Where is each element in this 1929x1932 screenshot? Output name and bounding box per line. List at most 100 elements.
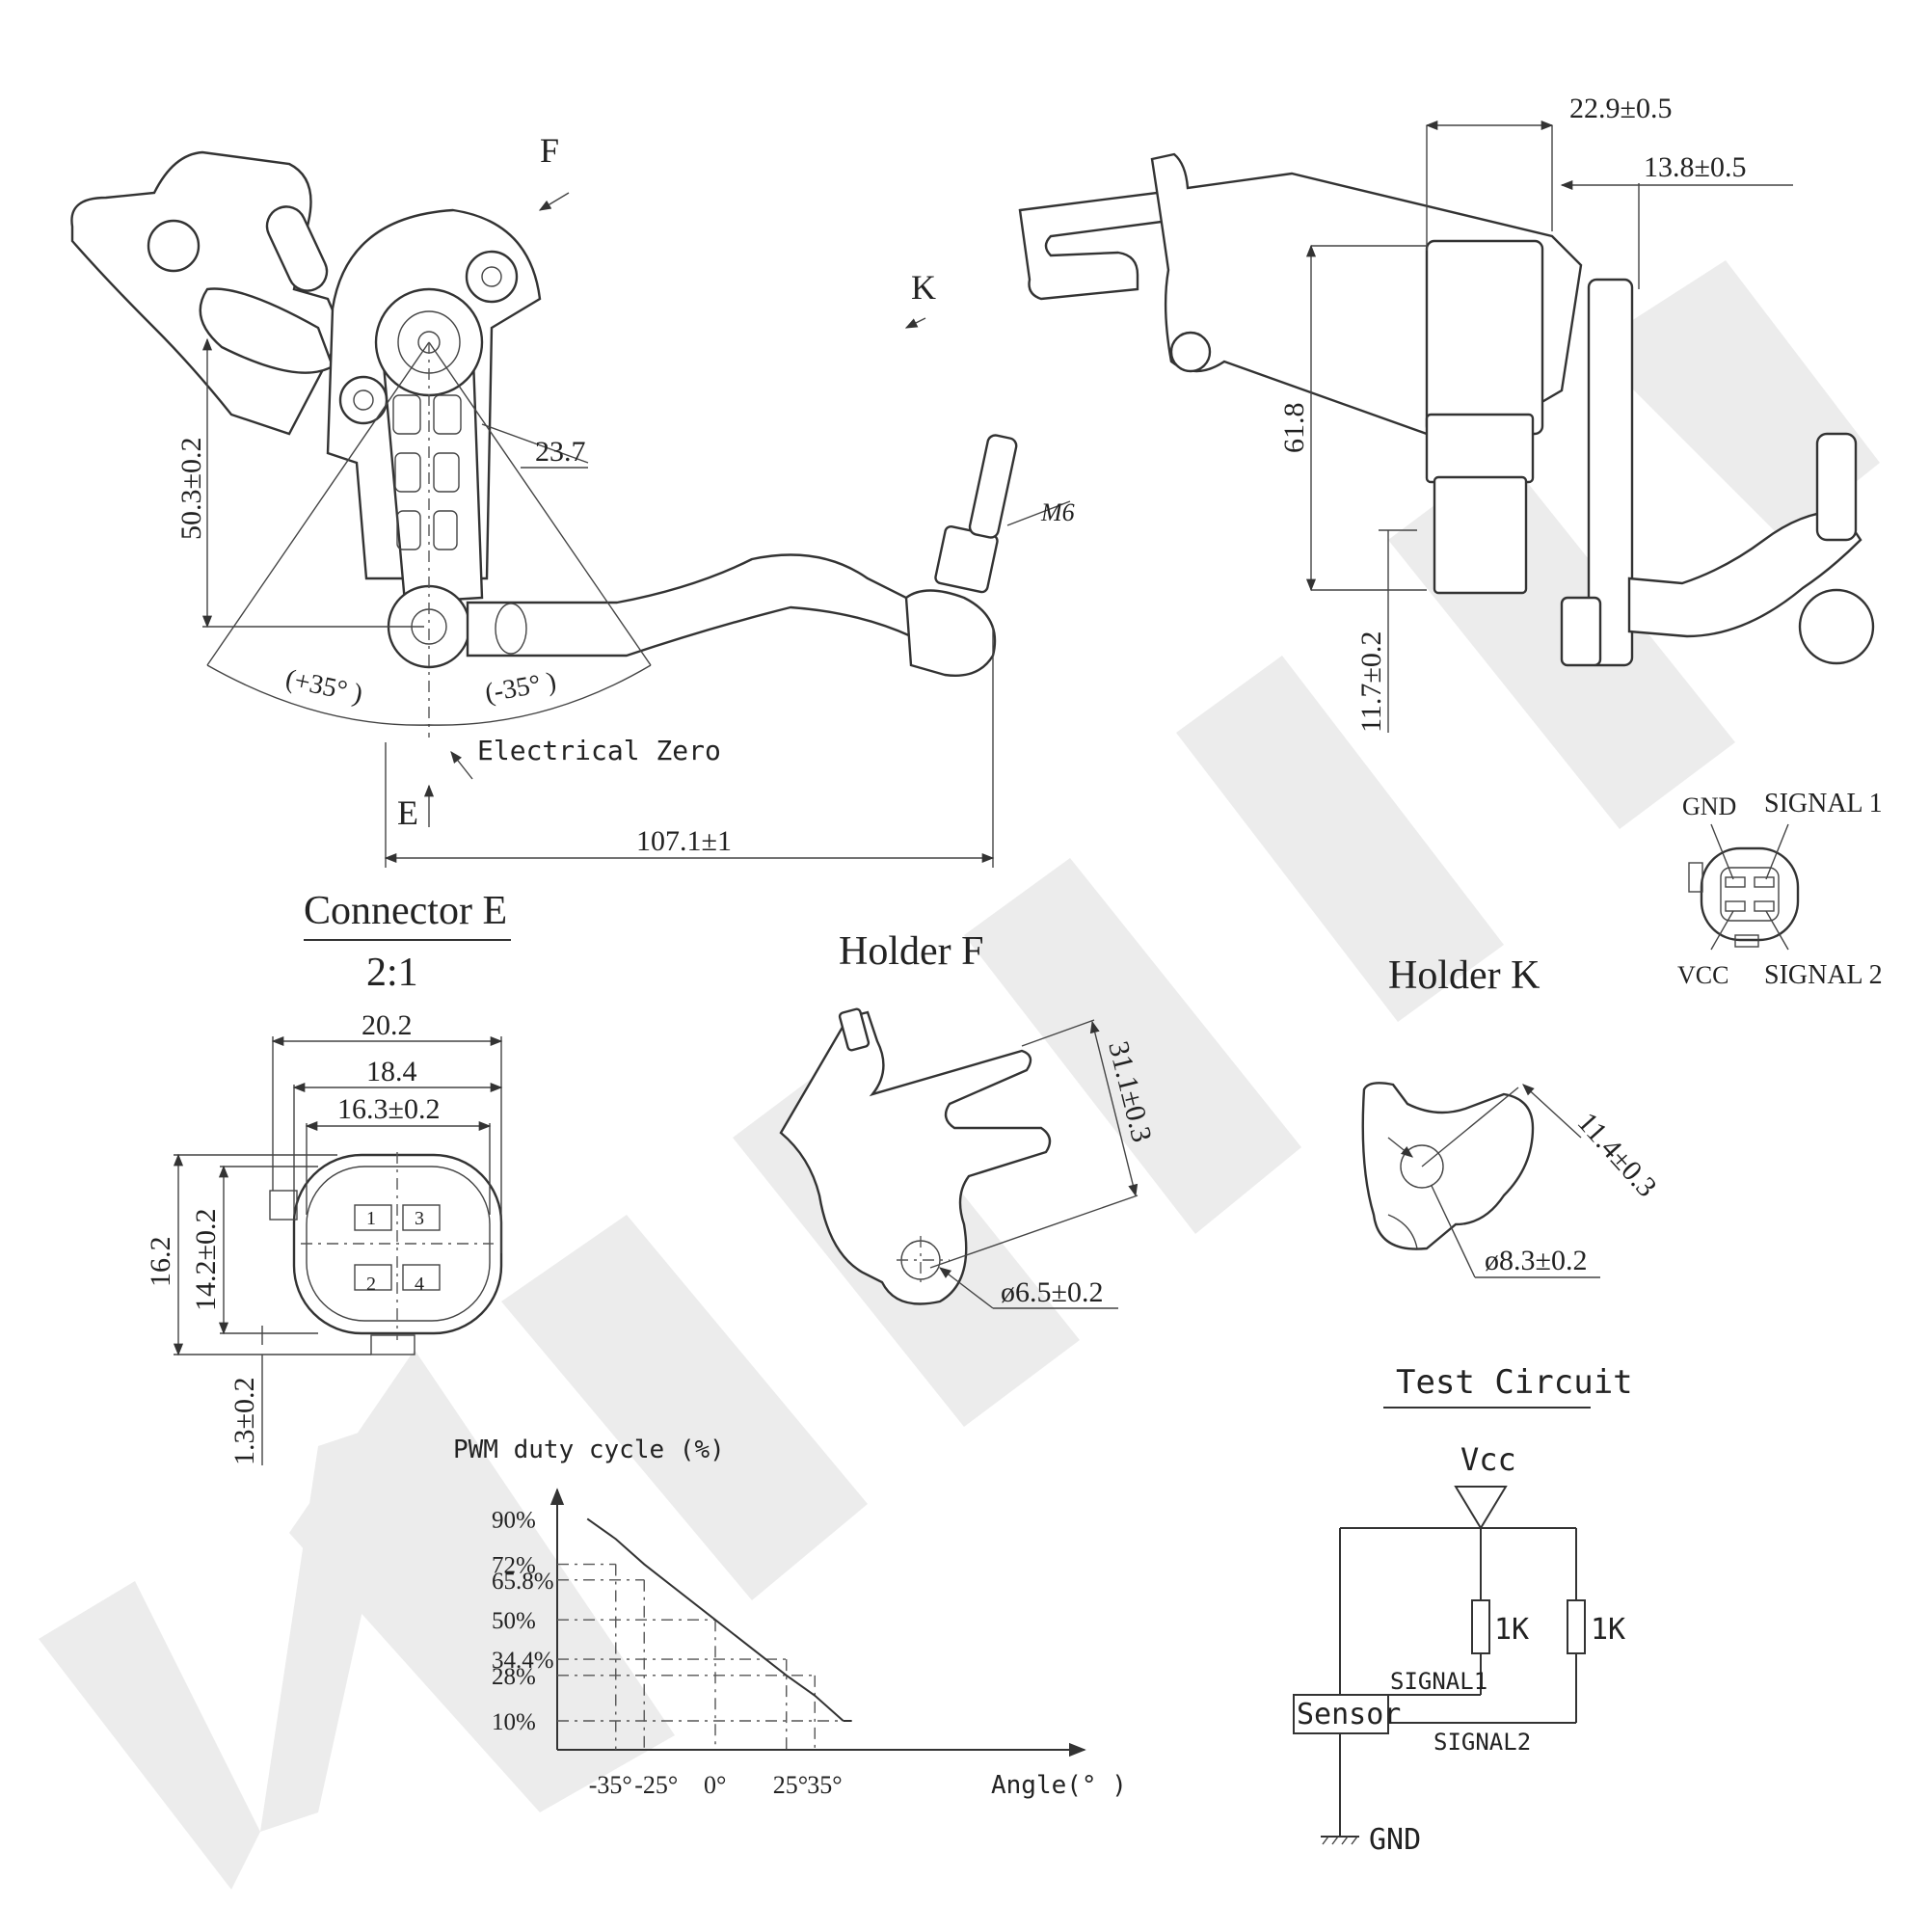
angle-arc bbox=[206, 664, 652, 726]
view-k-label: K bbox=[911, 268, 936, 307]
view-k-arrow bbox=[904, 317, 926, 329]
view-e-label: E bbox=[397, 793, 418, 832]
connector-e-scale: 2:1 bbox=[366, 951, 418, 995]
pinout-gnd: GND bbox=[1682, 792, 1736, 820]
connector-pin-1-label: 1 bbox=[366, 1208, 376, 1229]
angle-neg-text: (-35° ) bbox=[483, 666, 558, 708]
chart-y-tick-label: 28% bbox=[492, 1664, 536, 1690]
chart-x-tick-label: 35° bbox=[807, 1771, 842, 1799]
chart-y-tick-label: 65.8% bbox=[492, 1569, 554, 1595]
pinout-latch bbox=[1688, 862, 1703, 893]
connector-e: Connector E 2:1 1 3 2 4 20.2 1 bbox=[145, 889, 511, 1465]
holder-k-ext-a bbox=[1421, 1087, 1519, 1167]
conn-dim-w2-text: 18.4 bbox=[366, 1056, 417, 1087]
tc-r1-label: 1K bbox=[1494, 1613, 1529, 1647]
conn-dim-w1-text: 20.2 bbox=[362, 1009, 413, 1041]
tc-resistor-2 bbox=[1567, 1599, 1586, 1654]
side-arm-plate bbox=[1587, 278, 1634, 667]
holder-k-hole-text: ø8.3±0.2 bbox=[1485, 1245, 1587, 1276]
tc-signal1-label: SIGNAL1 bbox=[1390, 1668, 1487, 1695]
chart-series-line bbox=[586, 1517, 844, 1722]
side-dim-height-text: 61.8 bbox=[1278, 403, 1310, 454]
chart-guides bbox=[557, 1563, 852, 1750]
thread-leader bbox=[1006, 500, 1071, 526]
side-ball bbox=[1798, 588, 1875, 665]
bracket-hole bbox=[147, 219, 201, 273]
angle-line-pos bbox=[206, 341, 430, 666]
side-sensor-block bbox=[1425, 239, 1544, 436]
m6-stud bbox=[968, 434, 1018, 539]
view-f-arrow bbox=[538, 192, 570, 211]
conn-dim-h2-text: 14.2±0.2 bbox=[190, 1209, 222, 1311]
side-nut bbox=[1560, 596, 1602, 667]
holder-f-ext-bottom bbox=[929, 1194, 1139, 1269]
side-connector-top bbox=[1425, 413, 1535, 484]
main-view: F K E 50.3±0.2 23.7 M6 (+35° ) (-35° ) E… bbox=[70, 131, 1075, 868]
pinout-body bbox=[1700, 846, 1800, 942]
holder-f-ext-top bbox=[1021, 1019, 1095, 1047]
conn-dim-h3-text: 1.3±0.2 bbox=[228, 1378, 260, 1465]
ball-joint bbox=[904, 589, 997, 677]
holder-f-tab bbox=[838, 1007, 871, 1052]
screw-left-head bbox=[353, 389, 374, 411]
connector-pin-3-label: 3 bbox=[415, 1208, 424, 1229]
conn-dim-h1-text: 16.2 bbox=[145, 1237, 176, 1288]
pwm-chart: PWM duty cycle (%) Angle(° ) 90% 72%65.8%… bbox=[453, 1436, 1127, 1800]
connector-pin-1 bbox=[354, 1204, 392, 1231]
connector-pin-4-label: 4 bbox=[415, 1274, 424, 1295]
holder-f-hole-leader bbox=[938, 1267, 994, 1309]
tc-sensor-label: Sensor bbox=[1297, 1698, 1401, 1731]
link-rod bbox=[466, 553, 927, 657]
holder-k-hole-leader bbox=[1431, 1185, 1476, 1278]
chart-x-ticks: -35°-25°0°25°35° bbox=[589, 1771, 843, 1799]
conn-dim-w3-text: 16.3±0.2 bbox=[337, 1093, 440, 1125]
pinout-leader-gnd bbox=[1710, 823, 1734, 880]
dim-radius-text: 23.7 bbox=[535, 436, 586, 468]
connector-pin-3 bbox=[402, 1204, 441, 1231]
chart-y-tick-label: 90% bbox=[492, 1507, 536, 1533]
chart-y-tick-label: 10% bbox=[492, 1709, 536, 1735]
pinout-signal1: SIGNAL 1 bbox=[1764, 789, 1883, 818]
holder-k-dim-line bbox=[1522, 1084, 1582, 1139]
holder-k-dim-text: 11.4±0.3 bbox=[1571, 1107, 1663, 1203]
side-link bbox=[1627, 509, 1862, 638]
electrical-zero-text: Electrical Zero bbox=[477, 735, 721, 766]
side-dim-low-text: 11.7±0.2 bbox=[1355, 631, 1387, 733]
screw-top bbox=[465, 250, 519, 304]
chart-y-tick-label: 72% bbox=[492, 1553, 536, 1579]
tc-signal2-label: SIGNAL2 bbox=[1433, 1729, 1531, 1756]
pinout-vcc: VCC bbox=[1677, 961, 1728, 989]
holder-f-hole-text: ø6.5±0.2 bbox=[1001, 1276, 1103, 1308]
connector-key bbox=[370, 1334, 415, 1355]
chart-title: PWM duty cycle (%) bbox=[453, 1436, 725, 1464]
chart-x-tick-label: 0° bbox=[704, 1771, 726, 1799]
thread-text: M6 bbox=[1040, 498, 1075, 526]
chart-y-tick-label: 34.4% bbox=[492, 1648, 554, 1674]
pinout-leader-vcc bbox=[1710, 910, 1734, 951]
holder-f-body bbox=[779, 1010, 1052, 1305]
side-view: 22.9±0.5 13.8±0.5 61.8 11.7±0.2 bbox=[1018, 93, 1875, 733]
holder-f: Holder F 31.1±0.3 ø6.5±0.2 bbox=[779, 929, 1158, 1309]
angle-line-neg bbox=[428, 341, 652, 666]
zero-leader bbox=[450, 751, 473, 780]
connector-pin-2-label: 2 bbox=[366, 1274, 376, 1295]
angle-pos-text: (+35° ) bbox=[283, 664, 365, 710]
holder-k-body bbox=[1361, 1082, 1535, 1250]
pinout-pin-3 bbox=[1754, 876, 1775, 888]
rod-crimp bbox=[495, 603, 527, 655]
holder-f-dim-line bbox=[1089, 1020, 1139, 1197]
tc-resistor-1 bbox=[1471, 1599, 1490, 1654]
connector-latch bbox=[269, 1190, 298, 1221]
pinout-pin-4 bbox=[1754, 900, 1775, 912]
dim-radius-leader bbox=[481, 423, 589, 464]
bracket-slot bbox=[265, 205, 329, 292]
pinout-pin-1 bbox=[1725, 876, 1746, 888]
chart-x-tick-label: -35° bbox=[589, 1771, 632, 1799]
chart-x-label: Angle(° ) bbox=[991, 1771, 1127, 1800]
side-connector bbox=[1433, 475, 1528, 595]
view-f-label: F bbox=[540, 131, 559, 170]
tc-vcc-label: Vcc bbox=[1460, 1441, 1516, 1478]
pinout-key bbox=[1734, 934, 1759, 948]
